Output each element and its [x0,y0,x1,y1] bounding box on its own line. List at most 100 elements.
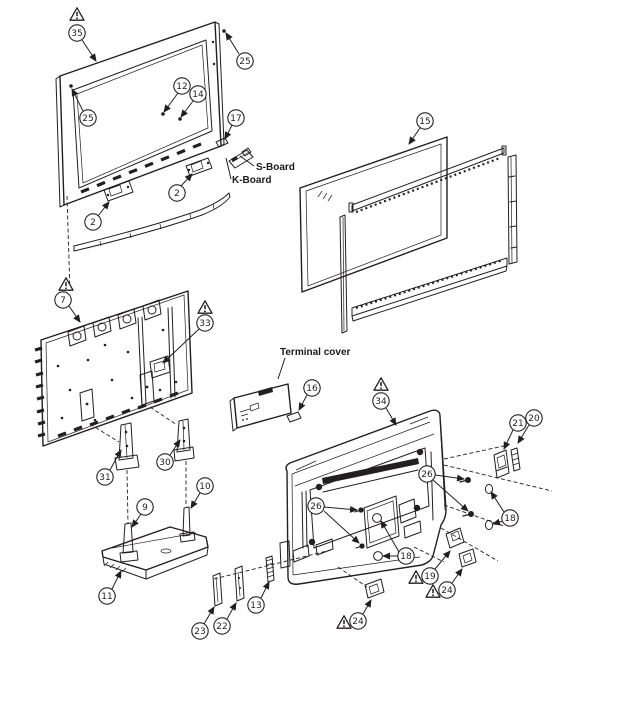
callout-balloon [136,498,154,516]
callout-number: 19 [424,572,436,582]
callout-2: 2 [84,201,110,231]
leader-arrow [380,520,400,553]
callout-12: 12 [163,77,191,113]
rear-left-details [279,451,434,569]
chassis-bottom-slots [57,391,179,438]
leader-arrow [492,518,504,526]
callout-balloon [421,567,439,585]
callout-balloon [418,465,436,483]
top-rail [348,145,507,214]
callout-22: 22 [213,602,237,635]
part-21-bracket [493,449,510,479]
callout-balloon [525,409,543,427]
s-board-k-board-parts [228,147,254,169]
construction-lines [213,444,553,588]
callout-33: 33 [162,300,214,364]
glass-inner-border [305,143,442,287]
callout-balloon [173,77,191,95]
washers-18-right [484,483,494,531]
callout-26: 26 [418,465,469,512]
warning-triangle-icon [373,377,389,391]
leader-arrow [71,88,84,112]
callout-31: 31 [96,449,122,486]
warning-triangle-icon [69,7,85,21]
callout-23: 23 [191,606,215,640]
left-support-bar [339,214,348,334]
rear-cover-assembly [212,409,553,607]
callout-number: 24 [441,586,453,596]
part-19-block [445,527,465,549]
callout-number: 34 [375,397,387,407]
terminal-cover-label: Terminal cover [280,347,351,358]
leader-arrow [180,100,194,118]
screw-dot [178,117,182,121]
callout-number: 17 [230,114,241,124]
callout-34: 34 [372,377,397,426]
leader-arrow [434,550,451,570]
leader-arrow [97,201,110,217]
front-bezel-assembly [55,21,254,293]
callout-number: 9 [142,503,148,513]
s-board-leader-line [239,155,255,167]
callout-number: 14 [192,90,204,100]
callout-20: 20 [517,409,543,444]
callout-17: 17 [224,109,245,140]
chassis-assembly [34,290,193,447]
callout-number: 11 [101,592,112,602]
callout-balloon [98,587,116,605]
lcd-panel-assembly [299,136,518,334]
chassis-left-tabs [34,346,46,438]
leader-arrow [225,32,240,55]
callout-number: 18 [400,552,412,562]
screw-dot [161,112,165,116]
callout-balloon [96,468,114,486]
construction-line [126,469,129,525]
callout-balloon [68,24,86,42]
leader-arrow [323,505,358,513]
k-board-label: K-Board [232,175,271,186]
callout-25: 25 [71,88,97,127]
leader-arrow [81,39,97,62]
leader-arrow [169,439,181,456]
callout-balloon [501,509,519,527]
leader-arrow [163,92,179,113]
callout-16: 16 [298,379,321,411]
rear-cover-shell [285,409,447,585]
spring-13 [265,555,275,583]
leader-arrow [298,394,308,411]
leader-arrow [226,602,237,620]
callout-15: 15 [408,112,434,145]
warning-triangle-icon [408,570,424,584]
speaker-bracket-left [103,180,134,202]
part-24-block-left [364,578,385,599]
leader-arrow [490,491,505,513]
leader-arrow [323,510,360,544]
rear-recess [309,447,430,549]
leader-arrow [109,449,122,471]
callout-number: 22 [216,622,227,632]
screws-26-inner [354,507,365,549]
right-rail [507,154,518,265]
callout-balloon [196,314,214,332]
callout-13: 13 [247,581,270,614]
neck-bracket-31 [114,422,140,471]
leader-arrow [68,305,81,323]
warning-triangle-icon [425,584,441,598]
part-17-clip [215,137,229,148]
callout-21: 21 [503,414,527,450]
grommets-18 [372,513,383,561]
chassis-inner-line [45,294,189,443]
leader-arrow [203,606,215,625]
part-33-bracket [149,355,171,379]
text-labels: S-Board K-Board Terminal cover [225,155,351,380]
callout-number: 20 [528,414,540,424]
screw-dot [211,40,215,44]
chassis-top-modules [67,299,162,347]
callout-18: 18 [490,491,519,527]
strip-23 [212,572,223,607]
bottom-rail [351,257,508,322]
callout-7: 7 [54,277,81,323]
leader-arrow [224,124,233,140]
